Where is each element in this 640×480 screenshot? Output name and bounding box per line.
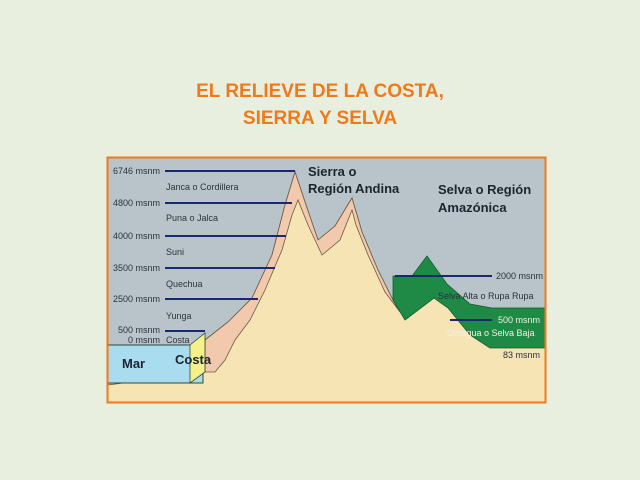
zone-costa: Costa xyxy=(166,335,190,345)
altitude-lines xyxy=(165,170,492,332)
zone-selva-alta: Selva Alta o Rupa Rupa xyxy=(438,291,534,301)
zone-puna: Puna o Jalca xyxy=(166,213,218,223)
alt-2000: 2000 msnm xyxy=(496,271,543,281)
selva-label-1: Selva o Región xyxy=(438,182,531,197)
zone-quechua: Quechua xyxy=(166,279,203,289)
zone-suni: Suni xyxy=(166,247,184,257)
alt-6746: 6746 msnm xyxy=(113,166,160,176)
alt-500: 500 msnm xyxy=(118,325,160,335)
slide-title-line-1: EL RELIEVE DE LA COSTA, xyxy=(196,81,444,102)
diagram-border xyxy=(106,156,547,404)
alt-2500: 2500 msnm xyxy=(113,294,160,304)
mar-label: Mar xyxy=(122,356,145,371)
alt-0: 0 msnm xyxy=(128,335,160,345)
sea xyxy=(107,344,204,384)
zone-yunga: Yunga xyxy=(166,311,192,321)
costa-label: Costa xyxy=(175,352,212,367)
sierra-label-2: Región Andina xyxy=(308,181,400,196)
zone-omagua: Omagua o Selva Baja xyxy=(447,328,535,338)
alt-4000: 4000 msnm xyxy=(113,231,160,241)
selva-label-2: Amazónica xyxy=(438,200,507,215)
sierra-label-1: Sierra o xyxy=(308,164,356,179)
alt-4800: 4800 msnm xyxy=(113,198,160,208)
coast-strip xyxy=(189,332,206,384)
alt-83: 83 msnm xyxy=(503,350,540,360)
alt-3500: 3500 msnm xyxy=(113,263,160,273)
alt-500-right: 500 msnm xyxy=(498,315,540,325)
slide-title-line-2: SIERRA Y SELVA xyxy=(242,108,398,129)
zone-janca: Janca o Cordillera xyxy=(166,182,239,192)
